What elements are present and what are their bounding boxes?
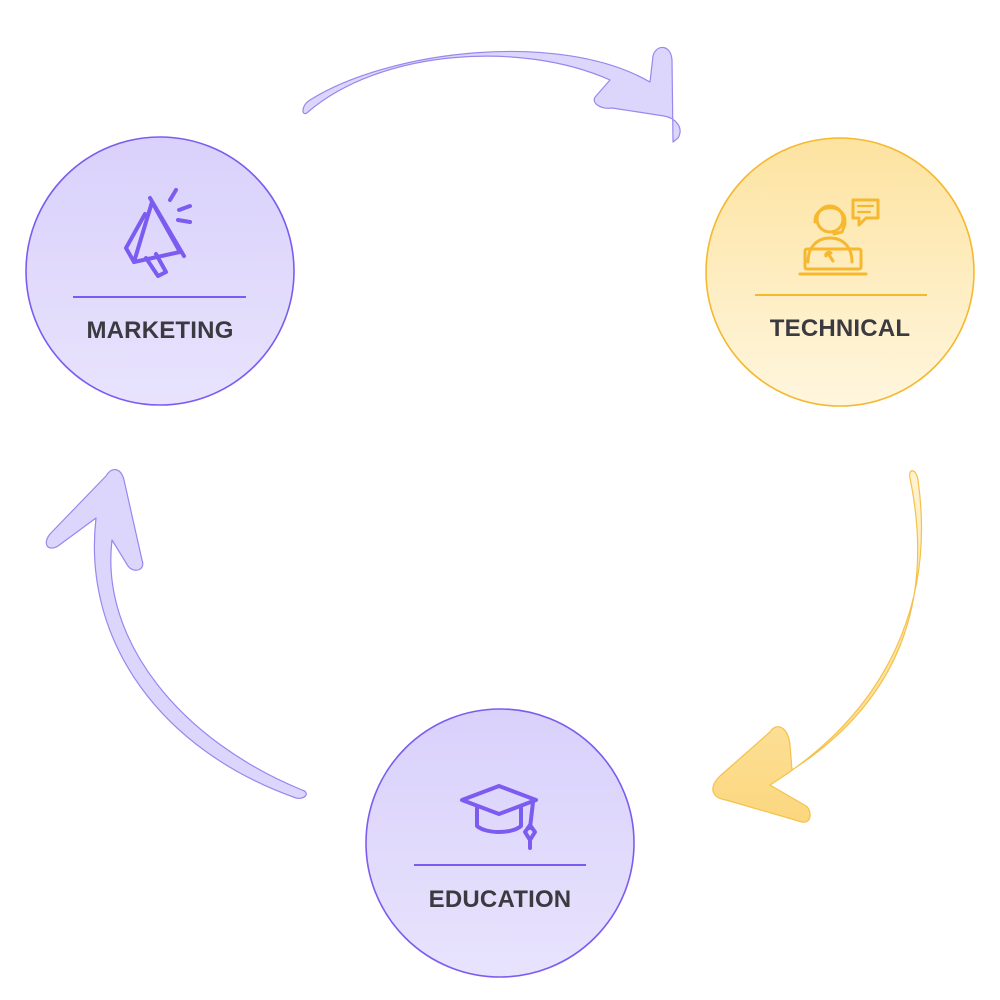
stage-marketing-circle bbox=[25, 136, 295, 406]
graduation-cap-icon bbox=[460, 784, 538, 850]
megaphone-icon bbox=[124, 188, 192, 278]
stage-education: EDUCATION bbox=[365, 708, 635, 978]
support-agent-icon bbox=[798, 198, 880, 276]
stage-education-label: EDUCATION bbox=[429, 886, 572, 913]
stage-technical-circle bbox=[705, 137, 975, 407]
stage-technical: TECHNICAL bbox=[705, 137, 975, 407]
stage-education-circle bbox=[365, 708, 635, 978]
stage-marketing: MARKETING bbox=[25, 136, 295, 406]
flow-arrow-technical-to-education bbox=[712, 470, 923, 823]
stage-technical-label: TECHNICAL bbox=[770, 315, 910, 342]
flow-arrow-education-to-marketing bbox=[45, 469, 307, 799]
flow-arrow-marketing-to-technical bbox=[302, 46, 681, 143]
stage-marketing-label: MARKETING bbox=[86, 317, 233, 344]
